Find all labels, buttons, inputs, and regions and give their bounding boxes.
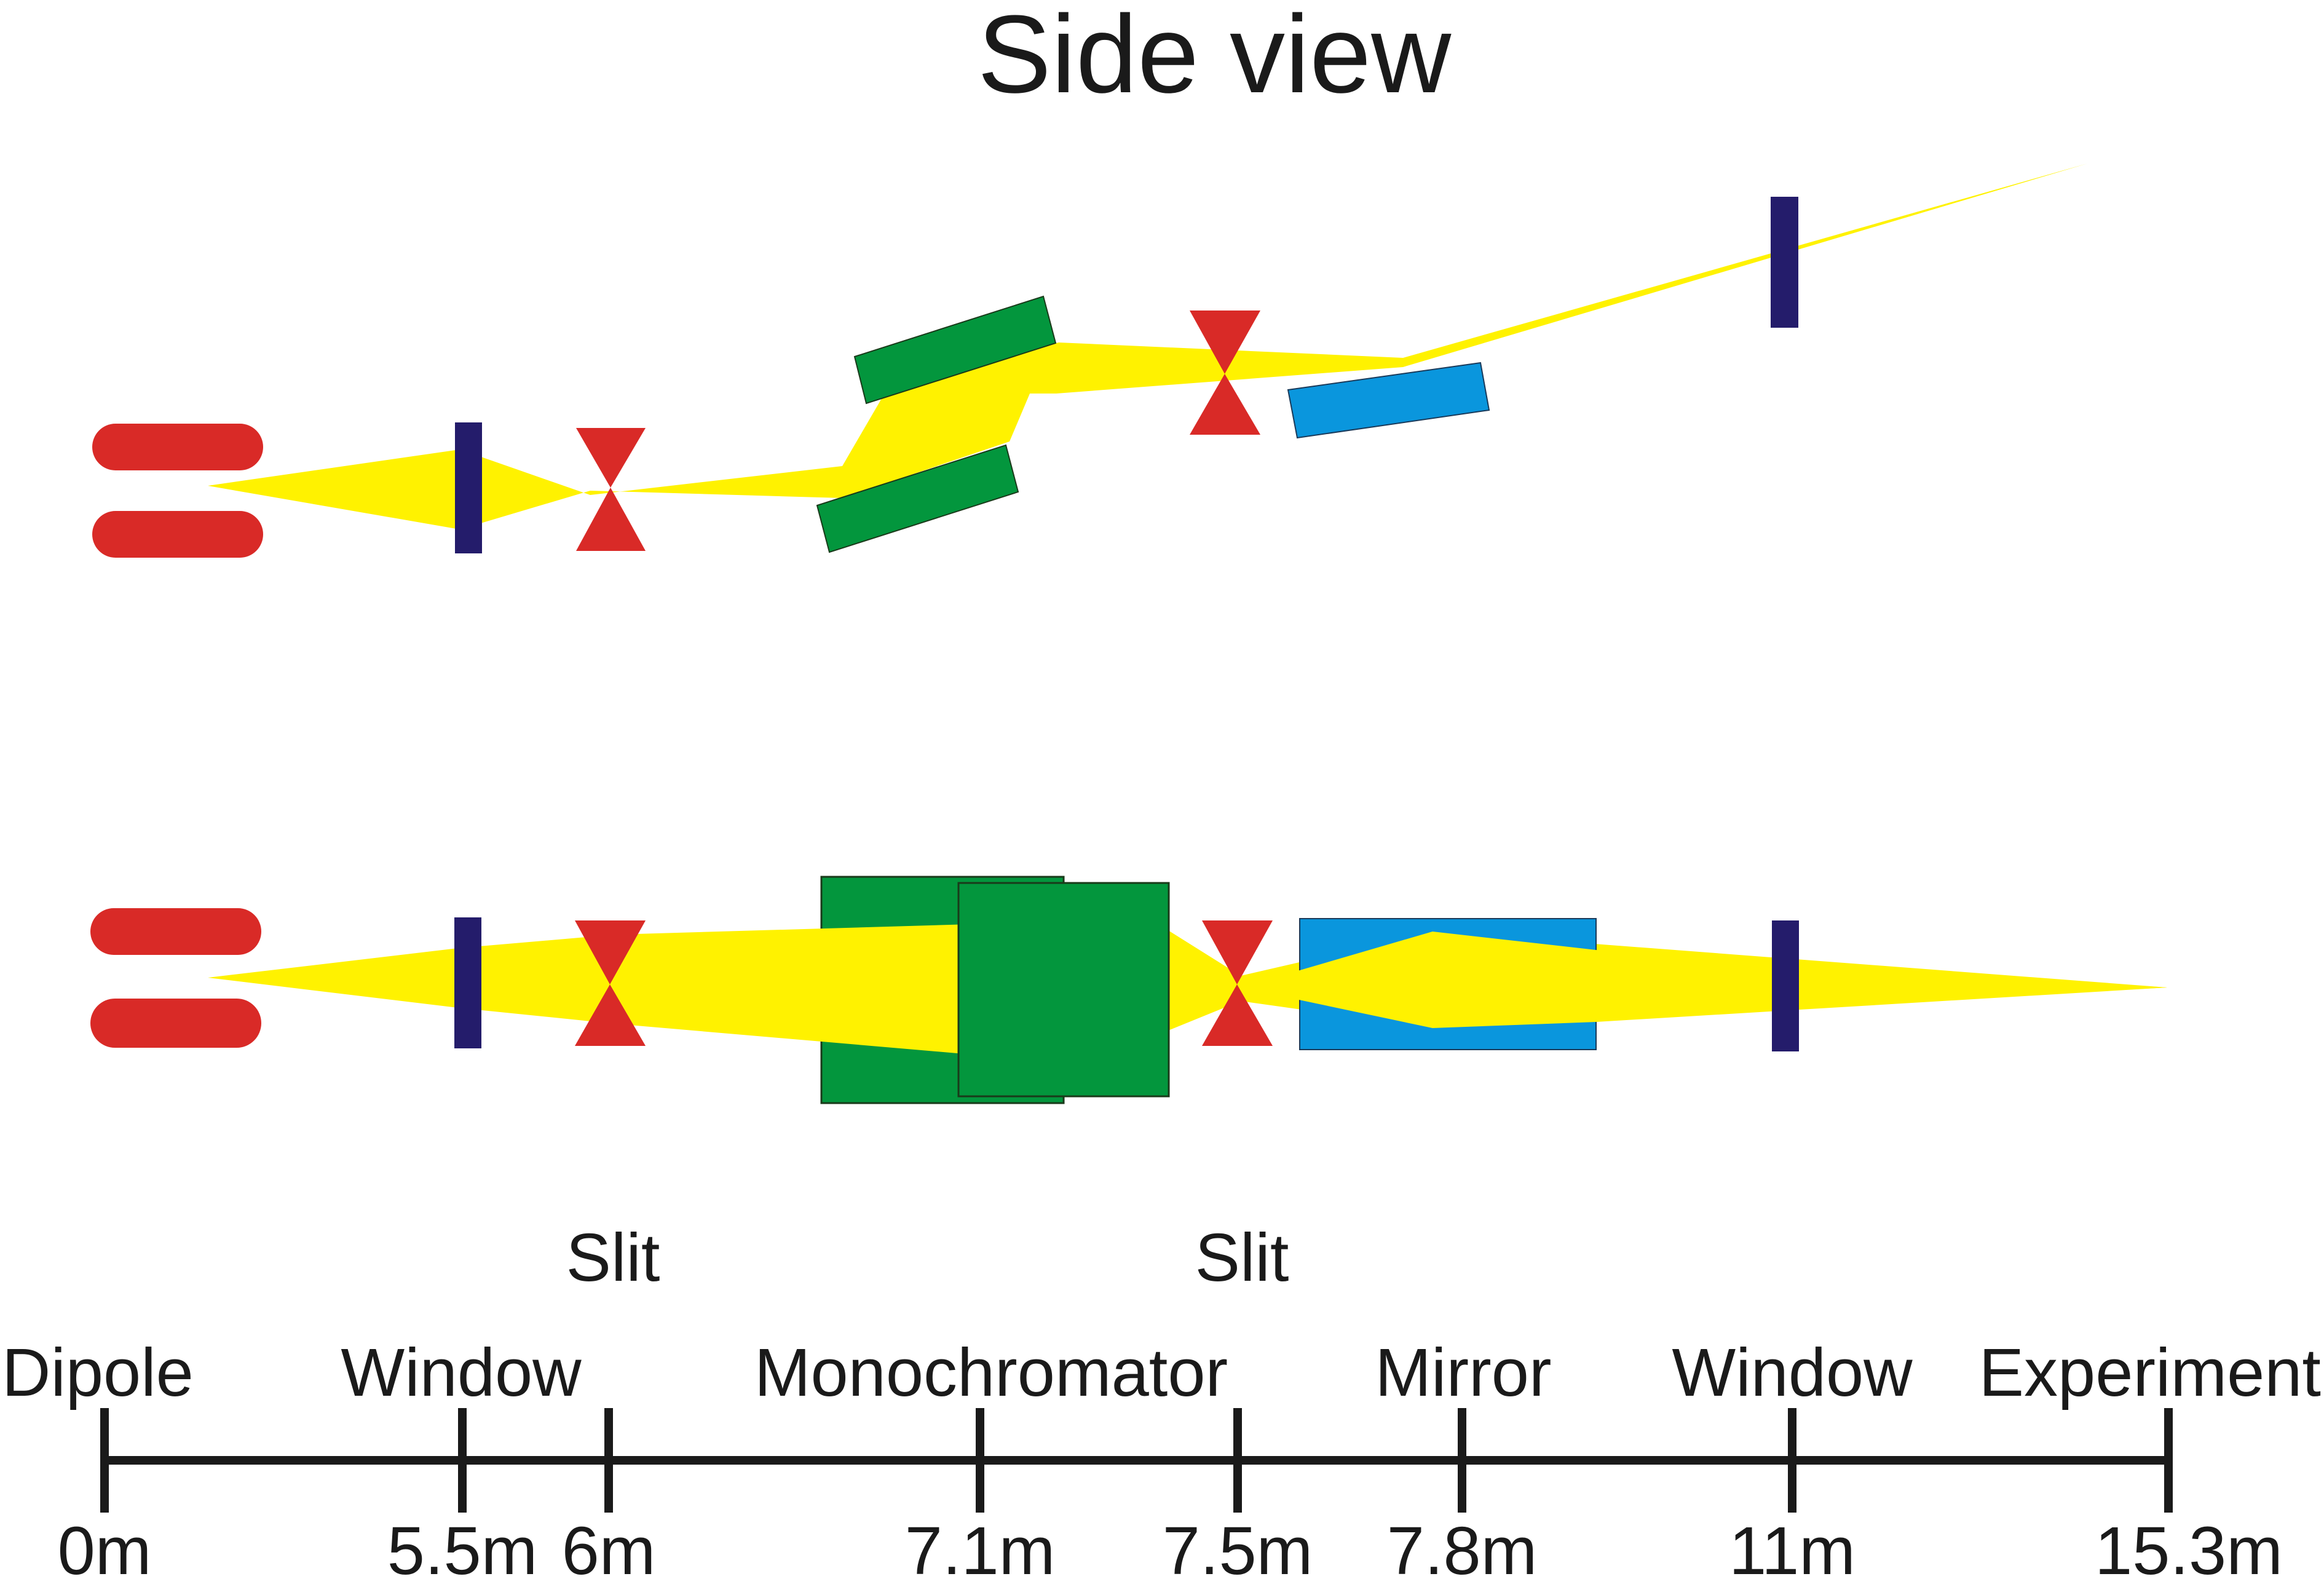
dipole-magnet-upper-bottom [90,908,261,955]
mirror-top [1287,362,1490,439]
top-beam [208,164,2087,529]
top-beamline [92,164,2087,558]
axis-tick-label: 15.3m [2095,1513,2283,1579]
bottom-beamline [90,876,2167,1104]
diagram-title: Side view [978,0,1452,116]
monochromator-box-2 [957,882,1170,1098]
slit-2-bottom [1202,920,1273,984]
window-2-bottom [1772,920,1799,1051]
slit-2-bottom-lower [1202,984,1273,1046]
monochromator-crystal-1 [853,295,1057,405]
label-dipole: Dipole [2,1335,194,1411]
label-experiment: Experiment [1979,1335,2321,1411]
slit-1-bottom [575,920,646,984]
slit-2-top [1190,311,1260,374]
axis-tick-label: 0m [58,1513,152,1579]
dipole-magnet-lower-bottom [90,999,261,1048]
bottom-beam-tail [1596,950,2167,1022]
bottom-beam-mirror-section [1241,932,1596,1028]
axis-tick-label: 7.5m [1163,1513,1313,1579]
axis-tick-label: 11m [1729,1513,1856,1579]
component-labels: Slit Slit Dipole Window Monochromator Mi… [2,1220,2321,1411]
window-1-bottom [454,917,481,1048]
label-window-1: Window [341,1335,582,1411]
axis-ticks: 0m 5.5m 6m 7.1m 7.5m 7.8m 11m 15.3m [58,1408,2283,1579]
monochromator-crystal-2 [816,444,1019,553]
window-2-top [1771,197,1798,328]
slit-2-top-lower [1190,374,1260,435]
label-slit-1: Slit [566,1220,660,1296]
dipole-magnet-lower [92,511,263,558]
axis-tick-label: 7.1m [905,1513,1056,1579]
slit-1-top-lower [576,488,646,551]
label-mirror: Mirror [1375,1335,1551,1411]
axis-tick-label: 6m [562,1513,656,1579]
label-window-2: Window [1672,1335,1913,1411]
label-slit-2: Slit [1195,1220,1289,1296]
slit-1-top [576,428,646,488]
distance-axis: 0m 5.5m 6m 7.1m 7.5m 7.8m 11m 15.3m [58,1408,2283,1579]
axis-tick-label: 5.5m [387,1513,538,1579]
label-monochromator: Monochromator [754,1335,1228,1411]
window-1-top [455,422,482,553]
slit-1-bottom-lower [575,984,646,1046]
axis-tick-label: 7.8m [1387,1513,1538,1579]
dipole-magnet-upper [92,424,263,470]
